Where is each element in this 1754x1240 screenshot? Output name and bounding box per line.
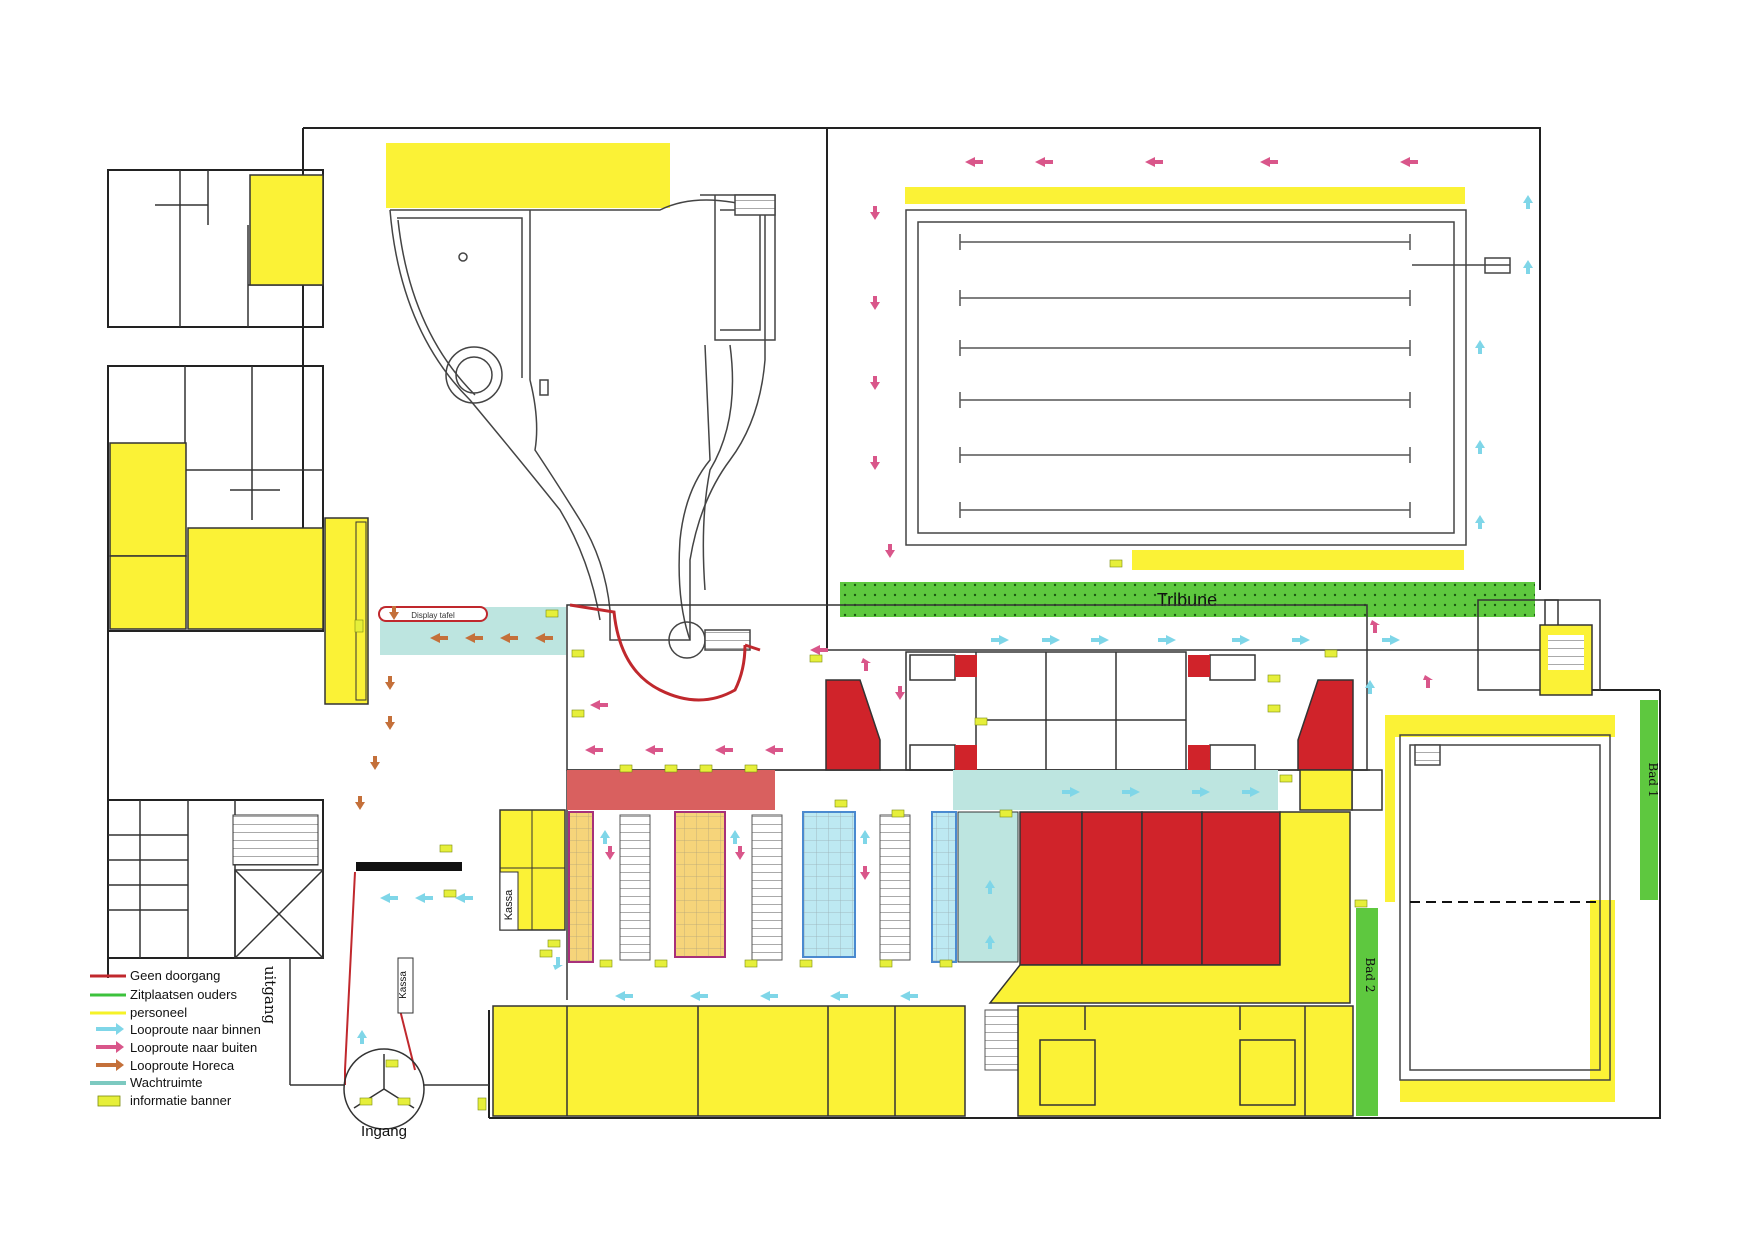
lap-pool: [905, 209, 1511, 546]
blocked-area: [825, 679, 881, 771]
staff-area: [988, 811, 1351, 1004]
barrier: [356, 862, 462, 871]
counter-edge: [355, 521, 367, 701]
staff-room: [109, 555, 187, 630]
revolving-door: [343, 1048, 425, 1130]
legend-label: personeel: [130, 1005, 187, 1020]
route-in-arrows: [357, 195, 1533, 1044]
no-passage-line: [744, 643, 761, 652]
teaching-pool: [1399, 734, 1611, 1081]
staff-room: [109, 442, 187, 557]
blocked-area: [1188, 655, 1210, 677]
legend-label: Zitplaatsen ouders: [130, 987, 237, 1002]
parents-seating-bad1: [1640, 700, 1658, 900]
legend-swatch-route-horeca: [96, 1059, 124, 1071]
staff-strip: [905, 187, 1465, 204]
kassa-booth: [499, 871, 519, 931]
legend-swatch-route-out: [96, 1041, 124, 1053]
bad2-label: Bad 2: [1363, 957, 1377, 992]
parents-seating-bad2: [1356, 908, 1378, 1116]
route-out-arrows: [585, 157, 1433, 880]
staff-room: [1299, 769, 1353, 811]
waiting-corridor: [953, 770, 1278, 810]
no-passage-line: [569, 603, 747, 702]
stairs: [984, 1009, 1021, 1071]
staff-strip: [1400, 1080, 1615, 1102]
blocked-area: [955, 745, 977, 770]
kassa-label: Kassa: [503, 889, 515, 920]
staff-strip: [1132, 550, 1464, 570]
staff-room: [249, 174, 324, 286]
blocked-corridor: [567, 770, 775, 810]
staff-area-top: [386, 143, 670, 208]
kassa-booth: [397, 957, 414, 1014]
no-passage-line: [344, 871, 356, 1085]
staff-strip: [1590, 900, 1615, 1100]
staff-strip: [1385, 715, 1615, 737]
blocked-room: [1081, 811, 1143, 966]
staff-strip: [1385, 737, 1395, 902]
bad1-label: Bad 1: [1646, 762, 1660, 797]
legend-label: Looproute Horeca: [130, 1058, 235, 1073]
blocked-area: [1297, 679, 1354, 771]
legend: Geen doorgang Zitplaatsen ouders persone…: [90, 968, 261, 1108]
leisure-pool: [389, 194, 776, 659]
staff-rooms-bottom-left: [492, 1005, 966, 1117]
legend-label: Geen doorgang: [130, 968, 220, 983]
lane-lines: [959, 234, 1411, 518]
route-horeca-arrows: [355, 606, 553, 810]
display-table: [378, 606, 488, 622]
lockers: [751, 814, 783, 961]
stairs: [232, 814, 319, 866]
uitgang-label: uitgang: [261, 966, 279, 1025]
tribune: [840, 582, 1535, 617]
blocked-room: [1141, 811, 1203, 966]
lockers: [879, 814, 911, 961]
legend-label: Wachtruimte: [130, 1075, 202, 1090]
display-table-label: Display tafel: [411, 611, 455, 620]
blocked-area: [1188, 745, 1210, 770]
legend-label: informatie banner: [130, 1093, 232, 1108]
staff-rooms-bottom-right: [1017, 1005, 1354, 1117]
blocked-room: [1019, 811, 1083, 966]
kassa-label: Kassa: [398, 971, 409, 999]
legend-swatch-banner: [97, 1095, 121, 1107]
legend-swatch-route-in: [96, 1023, 124, 1035]
lockers: [619, 814, 651, 961]
legend-label: Looproute naar binnen: [130, 1022, 261, 1037]
ingang-label: Ingang: [361, 1123, 407, 1140]
staff-room: [187, 527, 324, 630]
blocked-area: [955, 655, 977, 677]
blocked-room: [1201, 811, 1281, 966]
tribune-label: Tribune: [1157, 590, 1217, 610]
legend-label: Looproute naar buiten: [130, 1040, 257, 1055]
info-banners: [354, 559, 1368, 1111]
stairs: [1548, 635, 1584, 670]
